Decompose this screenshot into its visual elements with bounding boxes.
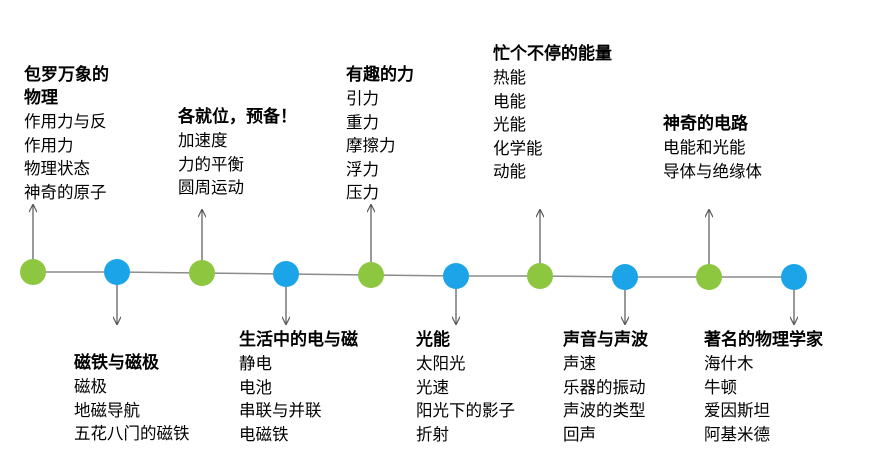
topic-item: 声速 xyxy=(563,354,596,373)
topic-title: 磁铁与磁极 xyxy=(74,353,159,373)
timeline-node-blue xyxy=(781,264,807,290)
topic-item: 折射 xyxy=(416,424,449,444)
topic-item: 爱因斯坦 xyxy=(704,401,770,420)
topic-item: 声波的类型 xyxy=(563,401,646,420)
topic-item: 热能 xyxy=(493,68,526,87)
topic-item: 串联与并联 xyxy=(239,401,322,420)
topic-title: 光能 xyxy=(416,330,450,350)
timeline-node-blue xyxy=(443,263,469,289)
topic-title: 生活中的电与磁 xyxy=(239,330,358,350)
topic-group: 忙个不停的能量热能电能光能化学能动能 xyxy=(493,43,612,184)
topic-item: 电磁铁 xyxy=(239,424,289,444)
topic-group: 包罗万象的物理作用力与反作用力物理状态神奇的原子 xyxy=(24,64,109,204)
topic-item: 动能 xyxy=(493,162,526,181)
timeline-node-green xyxy=(358,262,384,288)
topic-item: 海什木 xyxy=(704,354,754,373)
topic-item: 电池 xyxy=(239,377,272,397)
topic-title: 有趣的力 xyxy=(346,65,414,85)
topic-item: 电能 xyxy=(493,91,526,111)
topic-item: 重力 xyxy=(346,112,379,132)
topic-title: 神奇的电路 xyxy=(663,114,748,134)
topic-title: 著名的物理学家 xyxy=(704,330,823,350)
topic-group: 有趣的力引力重力摩擦力浮力压力 xyxy=(346,64,414,205)
timeline-node-blue xyxy=(612,264,638,290)
topic-item: 五花八门的磁铁 xyxy=(74,424,190,443)
topic-item: 作用力与反 xyxy=(24,112,107,131)
topic-item: 乐器的振动 xyxy=(563,377,646,397)
topic-item: 力的平衡 xyxy=(178,154,244,174)
topic-item: 摩擦力 xyxy=(346,136,396,155)
topic-item: 光能 xyxy=(493,115,526,134)
topic-item: 阿基米德 xyxy=(704,424,770,444)
topic-group: 光能太阳光光速阳光下的影子折射 xyxy=(416,329,515,446)
timeline-node-green xyxy=(696,264,722,290)
topic-item: 阳光下的影子 xyxy=(416,401,515,420)
topic-title: 声音与声波 xyxy=(563,330,648,350)
topic-item: 地磁导航 xyxy=(74,400,140,420)
topic-item: 牛顿 xyxy=(704,377,737,397)
topic-item: 作用力 xyxy=(24,135,74,155)
topic-group: 神奇的电路电能和光能导体与绝缘体 xyxy=(663,113,762,183)
topic-group: 各就位，预备！ 加速度力的平衡圆周运动 xyxy=(178,106,297,200)
topic-item: 回声 xyxy=(563,424,596,444)
timeline-node-blue xyxy=(273,261,299,287)
timeline-node-green xyxy=(20,259,46,285)
topic-title: 包罗万象的 xyxy=(24,65,109,85)
timeline-node-green xyxy=(527,263,553,289)
topic-title: 忙个不停的能量 xyxy=(493,44,612,64)
timeline-baseline xyxy=(33,271,794,278)
topic-group: 著名的物理学家海什木牛顿爱因斯坦阿基米德 xyxy=(704,329,823,446)
topic-item: 太阳光 xyxy=(416,354,466,373)
topic-group: 磁铁与磁极磁极地磁导航五花八门的磁铁 xyxy=(74,352,190,446)
topic-title: 各就位，预备！ xyxy=(178,107,297,127)
topic-item: 神奇的原子 xyxy=(24,182,107,202)
topic-item: 静电 xyxy=(239,354,272,373)
topic-item: 电能和光能 xyxy=(663,138,746,157)
topic-item: 化学能 xyxy=(493,138,543,158)
topic-item: 压力 xyxy=(346,183,379,202)
topic-group: 生活中的电与磁静电电池串联与并联电磁铁 xyxy=(239,329,358,446)
topic-item: 加速度 xyxy=(178,131,228,150)
topic-item: 导体与绝缘体 xyxy=(663,161,762,181)
topic-item: 浮力 xyxy=(346,159,379,179)
topic-item: 圆周运动 xyxy=(178,178,244,197)
timeline-node-blue xyxy=(104,259,130,285)
topic-title: 物理 xyxy=(24,88,58,108)
topic-item: 引力 xyxy=(346,89,379,108)
topic-group: 声音与声波声速乐器的振动声波的类型回声 xyxy=(563,329,648,446)
topic-item: 磁极 xyxy=(74,377,107,396)
topic-item: 物理状态 xyxy=(24,159,90,178)
timeline-node-green xyxy=(189,260,215,286)
topic-item: 光速 xyxy=(416,377,449,397)
